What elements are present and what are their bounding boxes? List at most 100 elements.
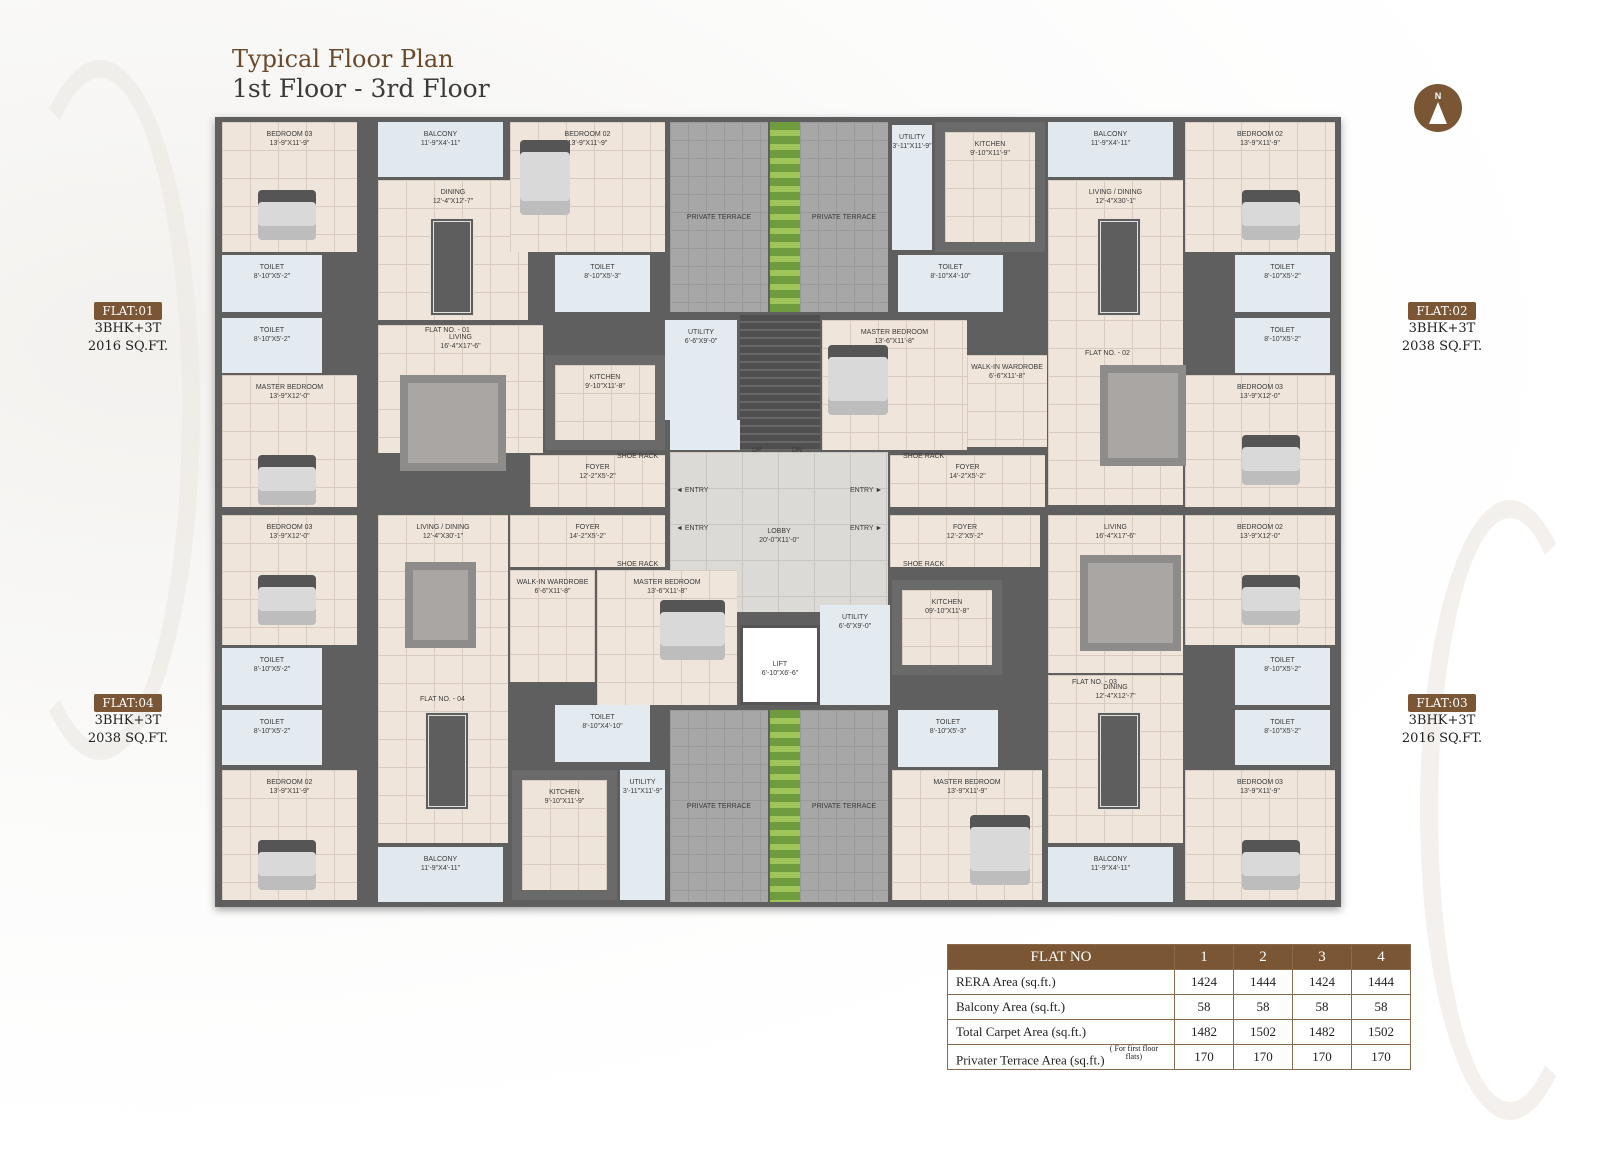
room-dimensions: 12'-4"X12'-7" [432, 198, 474, 205]
planter-strip [770, 122, 800, 312]
header-cell: 3 [1292, 944, 1352, 970]
dining-table [430, 218, 474, 316]
room-name: Bedroom 02 [266, 779, 313, 786]
room-utility: Utility6'-6"X9'-0" [665, 320, 737, 420]
value-cell: 58 [1292, 994, 1352, 1020]
value-cell: 170 [1351, 1044, 1411, 1070]
shoe-rack-label: SHOE RACK [617, 453, 659, 460]
room-dimensions: 20'-0"X11'-0" [759, 537, 799, 544]
title-line-1: Typical Floor Plan [232, 45, 454, 73]
room-dimensions: 11'-9"X4'-11" [420, 865, 461, 872]
room-name: Balcony [1093, 856, 1128, 863]
room-name: Toilet [259, 327, 285, 334]
room-name: Toilet [590, 264, 615, 271]
room-dimensions: 6'-10"X6'-6" [761, 670, 799, 677]
rug [400, 375, 506, 471]
room-dimensions: 09'-10"X11'-8" [925, 608, 969, 615]
background-swirl [0, 60, 200, 760]
flat-number-label: FLAT NO. - 02 [1085, 350, 1130, 357]
north-arrow-icon: N [1414, 84, 1462, 132]
room-name: Kitchen [589, 374, 621, 381]
value-cell: 1482 [1174, 1019, 1234, 1045]
flat-number-label: FLAT NO. - 01 [425, 327, 470, 334]
room-dimensions: 13'-9"X11'-9" [1240, 788, 1280, 795]
flat-type: 3BHK+3T [1408, 321, 1476, 336]
room-name: Toilet [259, 657, 285, 664]
room-kitchen: Kitchen9'-10"X11'-9" [935, 122, 1045, 252]
room-name: Living [1104, 524, 1127, 531]
value-cell: 170 [1233, 1044, 1293, 1070]
planter-strip [770, 710, 800, 902]
room-name: Private Terrace [811, 802, 877, 810]
room-dimensions: 11'-9"X4'-11" [1090, 865, 1131, 872]
room-name: Walk-in Wardrobe [516, 579, 589, 586]
room-name: Utility [841, 614, 869, 621]
value-cell: 1444 [1351, 969, 1411, 995]
row-label-cell: Balcony Area (sq.ft.) [947, 994, 1175, 1020]
header-cell: 1 [1174, 944, 1234, 970]
table-row: Privater Terrace Area (sq.ft.) ( For fir… [947, 1044, 1411, 1070]
room-name: Toilet [1270, 719, 1295, 726]
room-utility: Utility3'-11"X11'-9" [892, 125, 932, 250]
room-dimensions: 9'-10"X11'-9" [544, 798, 585, 805]
room-dimensions: 9'-10"X11'-9" [970, 150, 1010, 157]
room-name: Kitchen [931, 599, 963, 606]
room-name: Toilet [259, 264, 285, 271]
north-letter: N [1434, 91, 1442, 101]
room-dimensions: 12'-2"X5'-2" [946, 533, 984, 540]
header-cell: FLAT NO [947, 944, 1175, 970]
room-name: Bedroom 03 [1237, 779, 1283, 786]
rug [1100, 365, 1186, 466]
room-name: Balcony [423, 856, 458, 863]
row-note: ( For first floor flats) [1109, 1044, 1158, 1062]
room-utility: Utility3'-11"X11'-9" [620, 770, 665, 900]
room-dimensions: 13'-9"X11'-9" [269, 140, 310, 147]
room-name: Toilet [259, 719, 285, 726]
row-label-cell: Privater Terrace Area (sq.ft.) ( For fir… [947, 1044, 1175, 1070]
flat-size: 2016 SQ.FT. [1401, 731, 1483, 746]
room-dimensions: 16'-4"X17'-6" [440, 343, 481, 350]
room-dimensions: 12'-4"X30'-1" [1095, 198, 1136, 205]
room-name: Balcony [1093, 131, 1128, 138]
flat-type: 3BHK+3T [1408, 713, 1476, 728]
room-name: Toilet [1270, 264, 1295, 271]
bed-furniture [258, 190, 316, 240]
header-cell: 2 [1233, 944, 1293, 970]
room-kitchen: Kitchen9'-10"X11'-9" [512, 770, 617, 900]
bed-furniture [520, 140, 570, 215]
row-label-cell: RERA Area (sq.ft.) [947, 969, 1175, 995]
room-dimensions: 8'-10"X4'-10" [582, 723, 623, 730]
rug [405, 562, 476, 648]
room-toilet: Toilet 8'-10"X5'-2" [1235, 710, 1330, 765]
room-dimensions: 16'-4"X17'-6" [1095, 533, 1136, 540]
room-dimensions: 13'-9"X12'-0" [269, 393, 310, 400]
flat-type: 3BHK+3T [94, 321, 162, 336]
value-cell: 58 [1174, 994, 1234, 1020]
room-dimensions: 11'-9"X4'-11" [420, 140, 461, 147]
flat-number-label: FLAT NO. - 04 [420, 696, 465, 703]
bed-furniture [828, 345, 888, 415]
room-toilet: Toilet8'-10"X5'-2" [222, 255, 322, 312]
room-dimensions: 3'-11"X11'-9" [622, 788, 663, 795]
row-label: Balcony Area (sq.ft.) [956, 999, 1066, 1014]
row-label: Privater Terrace Area (sq.ft.) [956, 1052, 1105, 1068]
flat-type: 3BHK+3T [94, 713, 162, 728]
room-toilet: Toilet8'-10"X5'-3" [898, 710, 998, 767]
room-name: Bedroom 03 [266, 524, 313, 531]
room-foyer: Foyer14'-2"X5'-2" [890, 455, 1045, 507]
bed-furniture [660, 600, 725, 660]
room-name: Foyer [955, 464, 980, 471]
room-name: Master Bedroom [633, 579, 701, 586]
room-name: Private Terrace [686, 213, 752, 221]
header-cell: 4 [1351, 944, 1411, 970]
room-name: Dining [440, 189, 466, 196]
room-name: Living / Dining [416, 524, 470, 531]
value-cell: 1482 [1292, 1019, 1352, 1045]
room-toilet: Toilet8'-10"X5'-2" [222, 318, 322, 373]
room-dimensions: 8'-10"X5'-2" [1264, 728, 1301, 735]
room-kitchen: Kitchen 09'-10"X11'-8" [892, 580, 1002, 675]
room-toilet: Toilet8'-10"X4'-10" [555, 705, 650, 762]
